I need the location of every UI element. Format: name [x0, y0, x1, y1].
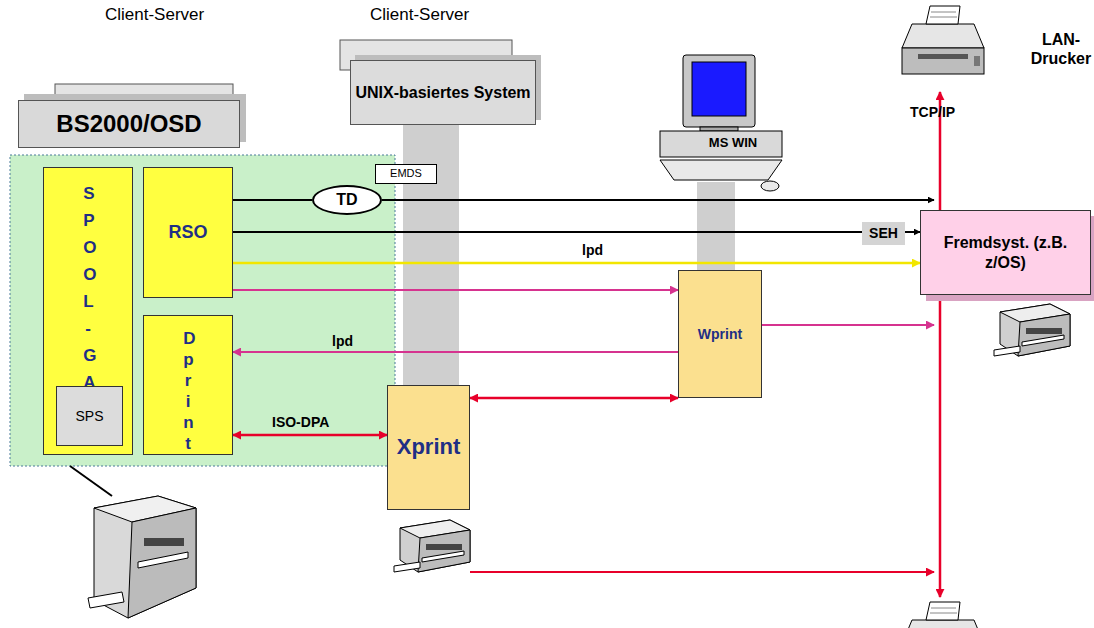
node-text: EMDS	[387, 167, 425, 180]
node-text: SEH	[866, 225, 901, 242]
node-text: BS2000/OSD	[53, 110, 204, 139]
node-text: TD	[333, 190, 360, 209]
tier-label: Client-Server	[105, 5, 204, 25]
node-text: Xprint	[394, 434, 464, 460]
workstation-label: MS WIN	[690, 133, 776, 153]
dprint-box: Dprint	[143, 315, 233, 455]
wprint-box: Wprint	[678, 270, 762, 398]
lan-printer-label: LAN- Drucker	[1022, 30, 1094, 68]
connector	[233, 351, 678, 353]
connector	[905, 231, 920, 233]
spool-box: SPOOL-GA SPS	[43, 167, 133, 455]
node-text: Wprint	[695, 326, 745, 343]
edge-label: lpd	[330, 333, 355, 349]
node-text: Dprint	[183, 328, 192, 454]
td-ellipse: TD	[312, 185, 382, 215]
sps-box: SPS	[56, 386, 123, 446]
edge-label: lpd	[580, 242, 605, 258]
connector	[233, 199, 312, 201]
tier-label: Client-Server	[370, 5, 469, 25]
emds-box: EMDS	[375, 164, 437, 184]
connector	[233, 262, 920, 265]
node-text: SPOOL-GA	[83, 180, 92, 396]
connector	[470, 397, 678, 400]
node-text: SPS	[72, 408, 106, 425]
protocol-label: TCP/IP	[910, 104, 955, 120]
node-text: UNIX-basiertes System	[352, 83, 533, 102]
connector	[233, 231, 862, 233]
connector	[233, 289, 678, 291]
rso-box: RSO	[143, 167, 233, 298]
edge-label: ISO-DPA	[270, 414, 331, 430]
node-text: MS WIN	[706, 135, 760, 151]
seh-box: SEH	[862, 222, 905, 245]
node-text: Fremdsyst. (z.B. z/OS)	[921, 233, 1090, 271]
xprint-box: Xprint	[387, 385, 470, 510]
foreign-system-box: Fremdsyst. (z.B. z/OS)	[920, 210, 1091, 295]
system-box: UNIX-basiertes System	[350, 60, 536, 125]
system-box: BS2000/OSD	[18, 100, 240, 148]
connector	[233, 434, 387, 437]
node-text: RSO	[165, 222, 210, 244]
